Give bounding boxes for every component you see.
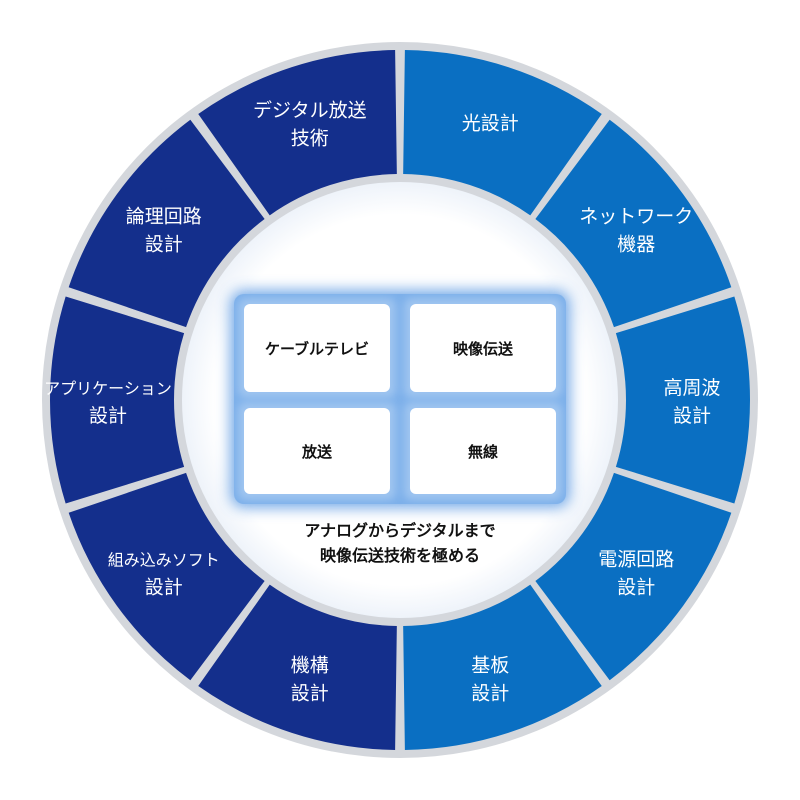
segment-sublabel: 設計: [673, 405, 711, 427]
tile-cable-tv: ケーブルテレビ: [238, 298, 396, 398]
segment-shape: [535, 119, 732, 328]
segment-shape: [403, 50, 602, 216]
segment-label: アプリケーション: [44, 379, 172, 398]
segment-sublabel: 機器: [617, 233, 655, 255]
segment-shape: [68, 119, 265, 328]
segment-sublabel: 設計: [471, 683, 509, 705]
segment-optical-design: 光設計: [403, 50, 602, 216]
segment-shape: [615, 296, 750, 504]
segments-ring: 光設計ネットワーク機器高周波設計電源回路設計基板設計機構設計組み込みソフト設計ア…: [44, 50, 750, 750]
segment-label: デジタル放送: [253, 99, 367, 121]
segment-label: 電源回路: [598, 549, 674, 571]
tile-wireless: 無線: [404, 402, 562, 500]
segment-sublabel: 設計: [291, 683, 329, 705]
segment-label: 組み込みソフト: [108, 551, 220, 570]
center-tile-grid: ケーブルテレビ 映像伝送 放送 無線: [230, 290, 570, 508]
tagline-line-1: アナログからデジタルまで: [304, 521, 495, 540]
tagline-line-2: 映像伝送技術を極める: [320, 546, 480, 565]
segment-shape: [198, 584, 397, 750]
segment-label: ネットワーク: [579, 205, 693, 227]
segment-label: 基板: [471, 655, 509, 677]
tile-broadcast: 放送: [238, 402, 396, 500]
segment-sublabel: 設計: [145, 577, 183, 599]
segment-shape: [403, 584, 602, 750]
segment-sublabel: 技術: [291, 127, 329, 149]
segment-sublabel: 設計: [617, 577, 655, 599]
segment-shape: [49, 296, 185, 504]
segment-label: 論理回路: [126, 205, 202, 227]
segment-label: 高周波: [663, 377, 720, 399]
tile-label: 無線: [468, 443, 498, 461]
segment-label: 光設計: [462, 112, 519, 134]
tile-label: 放送: [301, 443, 333, 461]
tile-video-transmission: 映像伝送: [404, 298, 562, 398]
segment-label: 機構: [291, 655, 329, 677]
segment-sublabel: 設計: [145, 233, 183, 255]
tile-label: ケーブルテレビ: [265, 340, 369, 358]
tile-label: 映像伝送: [453, 340, 514, 358]
segment-shape: [68, 472, 265, 681]
segment-shape: [198, 50, 397, 216]
segment-sublabel: 設計: [89, 405, 127, 427]
segment-shape: [535, 472, 732, 681]
